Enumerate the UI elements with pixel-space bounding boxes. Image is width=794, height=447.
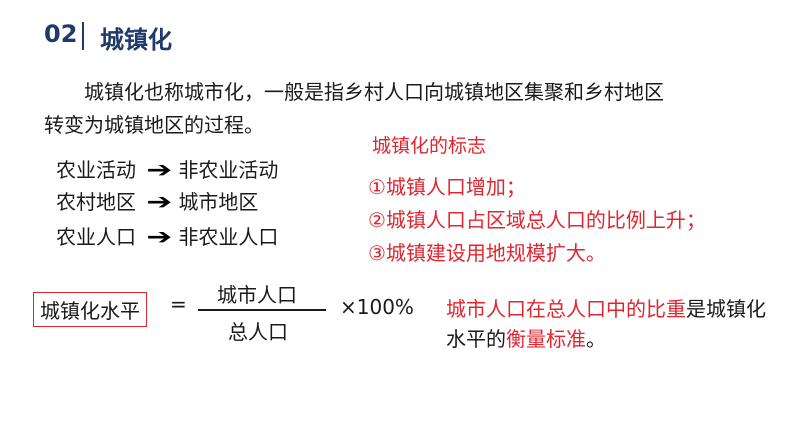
definition-paragraph: 城镇化也称城市化，一般是指乡村人口向城镇地区集聚和乡村地区 转变为城镇地区的过程… — [44, 76, 724, 142]
section-divider — [82, 22, 84, 50]
sign-item: ③城镇建设用地规模扩大。 — [368, 241, 606, 265]
transition-from: 农业活动 — [56, 158, 136, 182]
note-text: 。 — [586, 327, 606, 351]
formula-label-box: 城镇化水平 — [33, 292, 147, 327]
definition-line-2: 转变为城镇地区的过程。 — [44, 113, 264, 137]
transition-row: 农业活动 ➔非农业活动 — [56, 154, 278, 183]
arrow-right-icon: ➔ — [146, 158, 173, 183]
measure-note: 城市人口在总人口中的比重是城镇化水平的衡量标准。 — [446, 294, 766, 354]
transition-row: 农村地区 ➔城市地区 — [56, 186, 258, 215]
transition-from: 农业人口 — [56, 225, 136, 249]
sign-item: ②城镇人口占区域总人口的比例上升； — [368, 208, 706, 232]
transition-to: 非农业活动 — [178, 158, 279, 182]
fraction-bar — [198, 309, 326, 311]
arrow-right-icon: ➔ — [146, 225, 173, 250]
sign-item: ①城镇人口增加； — [368, 175, 526, 199]
formula-denominator: 总人口 — [228, 320, 288, 344]
note-text: 是城镇化水平的 — [446, 297, 766, 351]
note-highlight: 衡量标准 — [506, 327, 586, 351]
transition-to: 城市地区 — [178, 190, 259, 214]
note-highlight: 城市人口在总人口中的比重 — [446, 297, 686, 321]
formula-numerator: 城市人口 — [217, 283, 297, 307]
section-number: 02 — [44, 20, 78, 48]
section-title: 城镇化 — [100, 26, 172, 54]
arrow-right-icon: ➔ — [146, 190, 173, 215]
formula-multiplier: ×100% — [340, 295, 414, 319]
transition-row: 农业人口 ➔非农业人口 — [56, 221, 278, 250]
formula-equals: = — [170, 292, 187, 316]
definition-line-1: 城镇化也称城市化，一般是指乡村人口向城镇地区集聚和乡村地区 — [84, 80, 664, 104]
transition-from: 农村地区 — [56, 190, 136, 214]
transition-to: 非农业人口 — [178, 225, 279, 249]
signs-title: 城镇化的标志 — [372, 135, 487, 157]
